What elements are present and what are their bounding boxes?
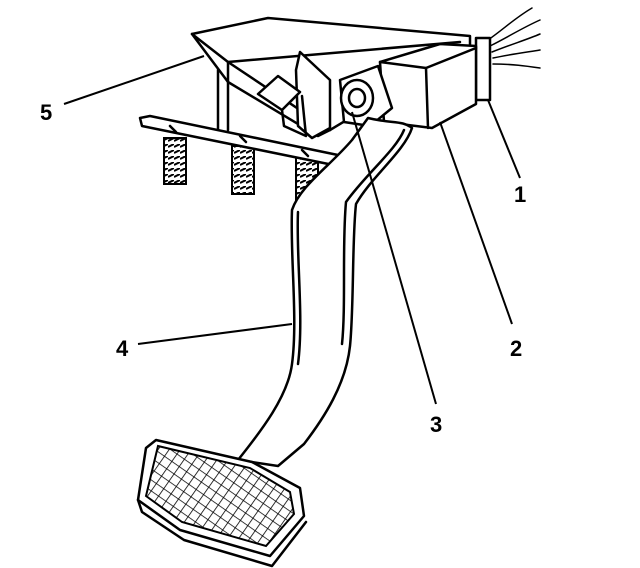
leader-4 [137, 323, 293, 345]
callout-5: 5 [40, 100, 52, 125]
pedal-arm [236, 116, 414, 468]
wiring-harness [474, 7, 541, 102]
mounting-bracket [190, 16, 472, 140]
leader-3 [351, 111, 437, 405]
pedal-pad [136, 438, 308, 568]
callout-3: 3 [430, 412, 442, 437]
leader-5 [63, 55, 205, 105]
pivot-retainer [338, 64, 394, 128]
callout-1: 1 [514, 182, 526, 207]
leader-lines [63, 55, 521, 405]
leader-1 [487, 99, 521, 179]
leader-2 [439, 121, 513, 325]
callout-2: 2 [510, 336, 522, 361]
callout-4: 4 [116, 336, 129, 361]
brake-light-switch [378, 42, 478, 130]
